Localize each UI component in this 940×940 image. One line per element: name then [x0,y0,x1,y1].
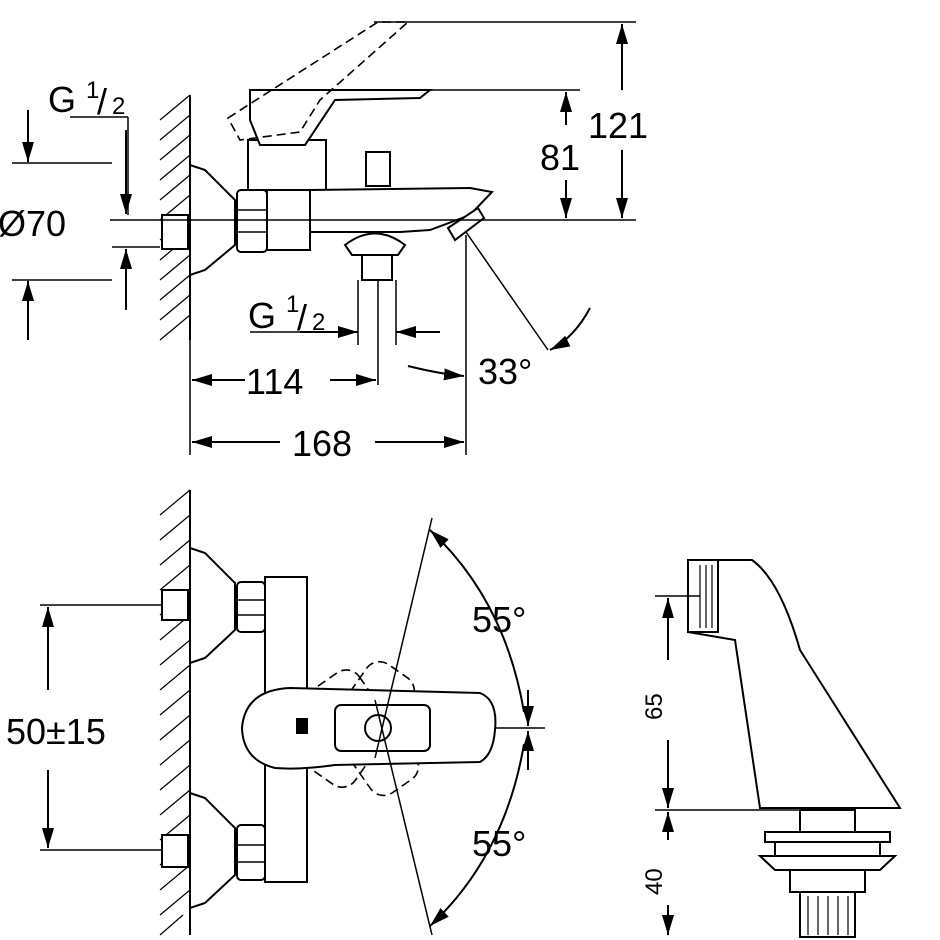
connector-height-label: 65 [641,693,668,720]
svg-text:G: G [48,79,76,120]
wall-hatch-bottom [159,489,191,936]
inlet-lower [161,834,189,868]
rosette-lower [189,791,236,910]
svg-text:2: 2 [312,309,325,336]
lever-angle-down-label: 55° [472,823,526,864]
lever-raised-outline [226,21,411,141]
connector-view [655,559,902,938]
connector-washer [764,831,891,843]
svg-text:1: 1 [86,77,99,104]
lever-handle [249,89,433,146]
spout [309,186,495,233]
connector-stem [799,809,856,833]
connector-flange [757,855,898,871]
connector-thread-label: 40 [641,868,668,895]
thread-label-top: G 1 / 2 [48,77,125,122]
inlet-upper [161,589,189,621]
cartridge-housing [247,139,327,191]
nut-upper [236,581,266,633]
connector-plate [774,841,881,857]
front-view [40,489,545,936]
diameter-label: Ø70 [0,203,66,244]
mixer-body [266,186,311,251]
height-spout-label: 81 [540,137,580,178]
lever-angle-up-label: 55° [472,599,526,640]
svg-text:G: G [248,295,276,336]
reach-inlet-label: 114 [246,361,303,402]
svg-text:2: 2 [112,93,125,120]
nut-lower [236,824,266,881]
shower-outlet [361,254,393,281]
angle-spout-label: 33° [478,351,532,392]
svg-text:1: 1 [286,291,299,318]
aerator [446,206,486,242]
thread-label-bottom: G 1 / 2 [248,291,325,338]
shower-outlet-dome [343,232,407,256]
height-total-label: 121 [588,105,648,146]
coupling-nut [236,189,268,253]
svg-text:/: / [297,297,307,338]
connector-shroud [687,559,902,809]
svg-text:/: / [97,81,107,122]
temperature-indicator [364,714,392,742]
connector-nut [789,869,866,893]
side-view [12,21,636,455]
diverter-knob [365,151,391,187]
rosette-upper [189,546,236,665]
reach-total-label: 168 [292,423,352,464]
centers-label: 50±15 [6,711,106,752]
indicator-mark [296,718,308,734]
